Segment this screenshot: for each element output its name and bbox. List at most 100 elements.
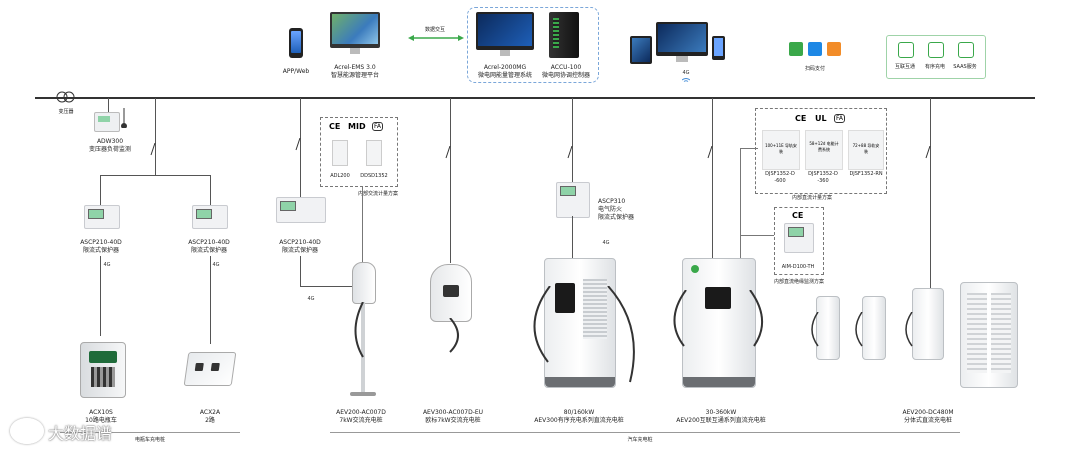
djsf-rn-inner: 72+88 导轨安装 — [852, 143, 880, 154]
ems-label-line2: 智慧能源管理平台 — [330, 72, 380, 79]
breaker-symbol-4 — [567, 146, 573, 159]
dc30-drop — [712, 98, 713, 258]
breaker-symbol-2 — [295, 138, 301, 151]
breaker-symbol-1 — [150, 143, 156, 156]
dc80-cable-2 — [607, 286, 635, 383]
dc80-line1: 80/160kW — [563, 409, 595, 416]
ascp310-to-charger — [572, 216, 573, 260]
dc480-drop — [930, 98, 931, 288]
dc80-cable — [533, 286, 551, 363]
split-terminal-1 — [816, 296, 840, 360]
dc480-line1: AEV200-DC480M — [902, 409, 954, 416]
ascp310-line2: 电气防火 — [597, 206, 623, 213]
djsf-600-meter: 100+11E 导轨安装 — [762, 130, 800, 170]
djsf-360-inner: 58+12d 电能计 费系统 — [809, 141, 839, 152]
adl200-meter — [332, 140, 348, 166]
ac-metering-box — [320, 117, 398, 187]
transformer-label: 变压器 — [58, 109, 74, 115]
saas-label: SAAS服务 — [953, 64, 977, 70]
breaker-symbol-6 — [925, 146, 931, 159]
dc80-drop — [572, 98, 573, 182]
adl200-label: ADL200 — [330, 173, 350, 179]
ascp-c-4g: 4G — [307, 296, 315, 302]
ac007deu-charger — [430, 264, 472, 354]
acx2a-line1: ACX2A — [199, 409, 221, 416]
dc30-charger — [682, 258, 756, 388]
eu-drop — [450, 98, 451, 263]
ebike-bracket-label: 电瓶车充电桩 — [134, 437, 166, 443]
ascp-a-line1: ASCP210-40D — [80, 239, 122, 246]
dc-ce-mark: CE — [795, 114, 807, 123]
mg-monitor-icon — [476, 12, 534, 50]
mobile-icon — [712, 36, 725, 60]
split-cables — [811, 312, 913, 347]
mg-label-line1: Acrel-2000MG — [483, 64, 527, 71]
adw300-label-line1: ADW300 — [96, 138, 124, 145]
breaker-symbol-5 — [707, 146, 713, 159]
ac-metering-title: 内部交流计量方案 — [357, 191, 399, 197]
dc30-cable — [673, 290, 687, 347]
ac-metering-link — [362, 186, 363, 262]
desktop-monitor-stand — [676, 56, 688, 62]
ems-monitor-stand — [350, 48, 360, 54]
watermark-logo-icon — [10, 418, 44, 444]
dc30-line2: AEV200互联互通系列直流充电桩 — [676, 417, 766, 424]
accu-label: ACCU-100 微电网协调控制器 — [542, 64, 590, 80]
dc80-label: 80/160kW AEV300有序充电系列直流充电桩 — [534, 409, 623, 425]
ascp-b-line2: 限流式保护器 — [190, 247, 227, 254]
insulation-ce-mark: CE — [792, 211, 804, 220]
ul-mark: UL — [815, 114, 827, 123]
adw-drop — [108, 98, 109, 114]
ebike-right-drop — [210, 175, 211, 205]
ascp-b-device — [192, 205, 228, 229]
djsf-rn-label: DJSF1352-RN — [849, 171, 883, 177]
acx2a-line2: 2路 — [205, 417, 215, 424]
ascp310-line1: ASCP310 — [597, 198, 626, 205]
dc-fa-mark: FA — [834, 114, 846, 123]
ac007d-label: AEV200-AC007D 7kW交流充电桩 — [336, 409, 386, 425]
ac007d-charger — [350, 262, 376, 398]
orderly-charge-icon — [928, 42, 944, 58]
fa-mark: FA — [372, 122, 384, 131]
interop-icon — [898, 42, 914, 58]
breaker-symbol-3 — [445, 146, 451, 159]
dc80-charger — [544, 258, 616, 388]
ascp-b-line1: ASCP210-40D — [188, 239, 230, 246]
interop-label: 互联互通 — [894, 64, 916, 70]
aim-d100-label: AIM-D100-TH — [781, 264, 815, 270]
djsf-360-label: DJSF1352-D -360 — [808, 171, 838, 185]
car-bracket-label: 汽车充电桩 — [627, 437, 653, 443]
power-cabinet — [960, 282, 1018, 388]
ac007deu-label: AEV300-AC007D-EU 欧标7kW交流充电桩 — [423, 409, 483, 425]
ascp-a-device — [84, 205, 120, 229]
dc30-line1: 30-360kW — [705, 409, 737, 416]
ac007d-line2: 7kW交流充电桩 — [339, 417, 383, 424]
dc480-line2: 分体式直流充电桩 — [903, 417, 952, 424]
main-bus-line — [35, 97, 1035, 99]
acx2a-device — [183, 352, 237, 386]
dc480-label: AEV200-DC480M 分体式直流充电桩 — [902, 409, 953, 425]
dc80-line2: AEV300有序充电系列直流充电桩 — [534, 417, 624, 424]
acx2a-label: ACX2A 2路 — [200, 409, 220, 425]
ascp-a-line2: 限流式保护器 — [82, 247, 119, 254]
insulation-box — [774, 207, 824, 275]
djsf-600-label: DJSF1352-D -600 — [765, 171, 795, 185]
ascp-c-line2: 限流式保护器 — [281, 247, 318, 254]
phone-icon — [289, 28, 303, 58]
card-pay-icon — [827, 42, 841, 56]
ascp-b-drop — [210, 256, 211, 344]
djsf-360-line1: DJSF1352-D — [808, 171, 838, 177]
ems-label-line1: Acrel-EMS 3.0 — [334, 64, 376, 71]
djsf-600-inner: 100+11E 导轨安装 — [765, 143, 797, 154]
app-web-label: APP/Web — [282, 68, 310, 75]
dc-metering-link-h — [740, 148, 758, 149]
adw300-label: ADW300 变压器负荷监测 — [89, 138, 131, 154]
data-exchange-label: 数据交互 — [424, 27, 446, 33]
insulation-title: 内部直流绝缘监测方案 — [773, 279, 825, 285]
double-arrow-icon — [408, 35, 464, 41]
ac007deu-line1: AEV300-AC007D-EU — [422, 409, 484, 416]
ascp-b-label: ASCP210-40D 限流式保护器 — [188, 239, 230, 255]
djsf-600-line2: -600 — [774, 178, 786, 184]
microgrid-group-box — [467, 7, 599, 83]
watermark-text: 大数据谱 — [48, 424, 113, 443]
